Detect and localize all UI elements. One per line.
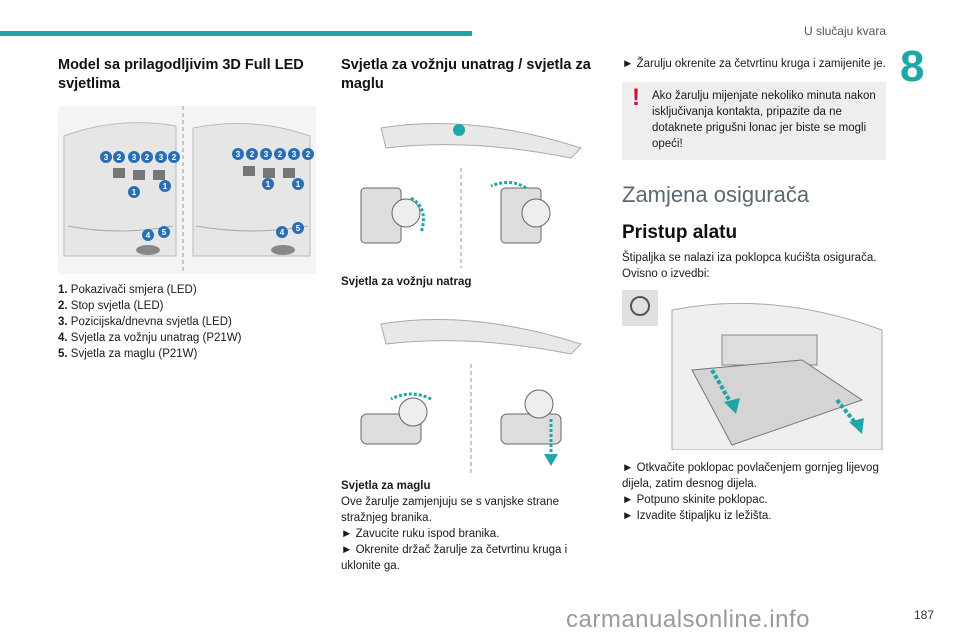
heading-reverse-fog: Svjetla za vožnju unatrag / svjetla za m… xyxy=(341,57,591,92)
step-remove-cover: ► Potpuno skinite poklopac. xyxy=(622,494,768,506)
light-list: 1. Pokazivači smjera (LED) 2. Stop svjet… xyxy=(58,282,316,362)
svg-text:1: 1 xyxy=(163,182,168,191)
watermark: carmanualsonline.info xyxy=(566,606,810,633)
step-turn-bulb: ► Žarulju okrenite za četvrtinu kruga i … xyxy=(622,58,886,70)
svg-text:2: 2 xyxy=(172,153,177,162)
callout-5 xyxy=(158,226,170,238)
callout-1 xyxy=(159,180,171,192)
warning-box: ! Ako žarulju mijenjate nekoliko minuta … xyxy=(622,82,886,160)
svg-text:1: 1 xyxy=(132,188,137,197)
figure-fuse-cover xyxy=(622,290,886,450)
heading-led-model: Model sa prilagodljivim 3D Full LED svje… xyxy=(58,57,304,92)
step-turn-holder: ► Okrenite držač žarulje za četvrtinu kr… xyxy=(341,544,568,572)
callout-2 xyxy=(141,151,153,163)
figure-reverse-light xyxy=(341,108,603,268)
list-item: 1. Pokazivači smjera (LED) xyxy=(58,284,197,296)
svg-text:3: 3 xyxy=(236,150,241,159)
svg-text:4: 4 xyxy=(280,228,285,237)
paragraph-depending-version: Ovisno o izvedbi: xyxy=(622,268,710,280)
step-unhook-cover: ► Otkvačite poklopac povlačenjem gornjeg… xyxy=(622,462,879,490)
column-led-lights: Model sa prilagodljivim 3D Full LED svje… xyxy=(58,56,316,362)
header-accent-bar xyxy=(0,31,472,36)
column-fuses: ► Žarulju okrenite za četvrtinu kruga i … xyxy=(622,56,886,524)
list-item: 4. Svjetla za vožnju unatrag (P21W) xyxy=(58,332,242,344)
callout-1 xyxy=(128,186,140,198)
callout-4 xyxy=(142,229,154,241)
svg-text:1: 1 xyxy=(266,180,271,189)
paragraph-clip-location: Štipaljka se nalazi iza poklopca kućišta… xyxy=(622,252,877,264)
fog-bulb-illustration xyxy=(360,319,582,474)
svg-text:2: 2 xyxy=(145,153,150,162)
svg-text:3: 3 xyxy=(132,153,137,162)
list-item: 5. Svjetla za maglu (P21W) xyxy=(58,348,198,360)
chapter-number: 8 xyxy=(900,42,925,91)
page-number: 187 xyxy=(913,608,934,622)
svg-text:3: 3 xyxy=(264,150,269,159)
callout-3 xyxy=(128,151,140,163)
svg-text:3: 3 xyxy=(292,150,297,159)
svg-text:1: 1 xyxy=(296,180,301,189)
svg-text:4: 4 xyxy=(146,231,151,240)
section-title: U slučaju kvara xyxy=(803,24,886,38)
caption-fog: Svjetla za maglu xyxy=(341,480,431,492)
list-item: 3. Pozicijska/dnevna svjetla (LED) xyxy=(58,316,232,328)
heading-tool-access: Pristup alatu xyxy=(622,222,738,243)
callout-2 xyxy=(168,151,180,163)
reverse-bulb-illustration xyxy=(360,123,582,268)
callout-3 xyxy=(155,151,167,163)
rear-lights-illustration: 3 2 3 2 3 2 1 1 4 5 3 2 3 2 3 2 1 1 xyxy=(58,106,316,274)
svg-text:5: 5 xyxy=(296,224,301,233)
svg-text:3: 3 xyxy=(159,153,164,162)
svg-text:3: 3 xyxy=(104,153,109,162)
svg-text:5: 5 xyxy=(162,228,167,237)
warning-text: Ako žarulju mijenjate nekoliko minuta na… xyxy=(652,90,876,150)
svg-text:2: 2 xyxy=(306,150,311,159)
figure-rear-lights: 3 2 3 2 3 2 1 1 4 5 3 2 3 2 3 2 1 1 xyxy=(58,106,316,274)
callout-2 xyxy=(113,151,125,163)
callout-3 xyxy=(100,151,112,163)
caption-reverse: Svjetla za vožnju natrag xyxy=(341,276,472,288)
step-reach-under: ► Zavucite ruku ispod branika. xyxy=(341,528,500,540)
svg-text:2: 2 xyxy=(117,153,122,162)
step-take-clip: ► Izvadite štipaljku iz ležišta. xyxy=(622,510,772,522)
fuse-cover-illustration xyxy=(622,290,883,450)
figure-fog-light xyxy=(341,304,603,474)
column-reverse-fog: Svjetla za vožnju unatrag / svjetla za m… xyxy=(341,56,603,574)
svg-text:2: 2 xyxy=(250,150,255,159)
paragraph-replace-outside: Ove žarulje zamjenjuju se s vanjske stra… xyxy=(341,496,559,524)
list-item: 2. Stop svjetla (LED) xyxy=(58,300,164,312)
heading-fuse-replacement: Zamjena osigurača xyxy=(622,182,810,207)
warning-icon: ! xyxy=(632,84,640,111)
svg-text:2: 2 xyxy=(278,150,283,159)
